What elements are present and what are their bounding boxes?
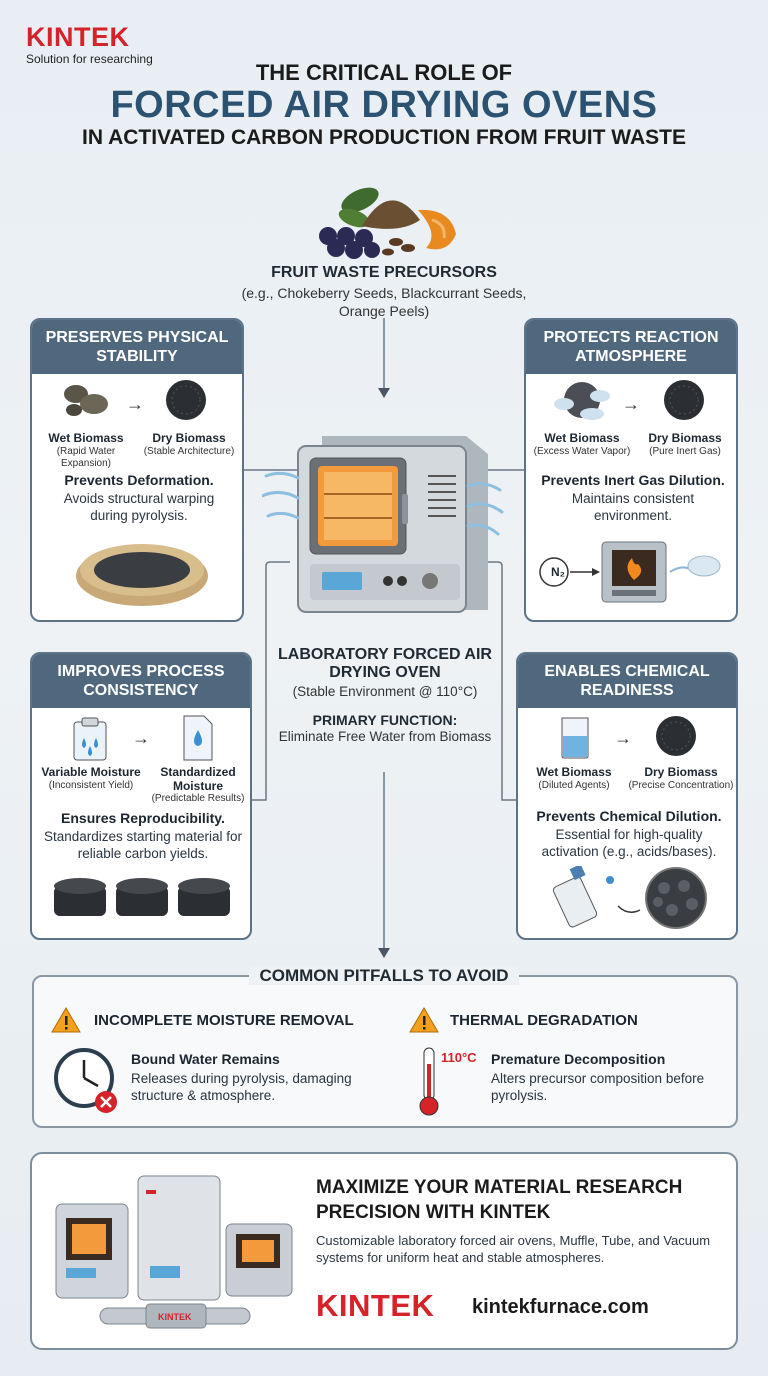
card-bold: Prevents Inert Gas Dilution. [541,472,725,488]
card-text: Avoids structural warping during pyrolys… [63,491,215,523]
primary-function-title: PRIMARY FUNCTION: [312,712,458,728]
pitfalls-title: COMMON PITFALLS TO AVOID [0,966,768,986]
beaker-icon [561,717,589,759]
card-physical-stability: PRESERVES PHYSICAL STABILITY → Wet Bioma… [30,318,244,622]
left-sublabel: (Rapid Water Expansion) [56,446,116,469]
arrow-icon: → [614,728,632,748]
left-sublabel: (Diluted Agents) [538,780,610,791]
pitfall-left-text: Releases during pyrolysis, damaging stru… [131,1071,352,1103]
pitfalls-panel [32,975,738,1128]
card-title: PRESERVES PHYSICAL STABILITY [32,320,242,374]
lab-equipment-illustration: KINTEK [55,1175,293,1329]
document-drop-icon [183,715,213,761]
warning-icon [409,1007,439,1033]
pitfall-right-text: Alters precursor composition before pyro… [491,1071,705,1103]
precursors-subtitle: (e.g., Chokeberry Seeds, Blackcurrant Se… [241,285,527,319]
pitfall-right-heading: THERMAL DEGRADATION [450,1012,638,1029]
right-label: Dry Biomass [644,765,718,779]
wet-biomass-icon [64,385,108,416]
website-link[interactable]: kintekfurnace.com [472,1296,649,1318]
card-bold: Prevents Deformation. [64,472,214,488]
wet-biomass-vapor-icon [554,382,610,420]
card-text: Essential for high-quality activation (e… [541,827,717,859]
right-sublabel: (Stable Architecture) [143,446,235,457]
arrow-icon: → [132,728,150,748]
svg-text:KINTEK: KINTEK [158,1312,192,1322]
gas-label: N₂ [551,565,565,579]
card-process-consistency: IMPROVES PROCESS CONSISTENCY → Variable … [30,652,252,940]
warning-icon [51,1007,81,1033]
clock-x-icon [54,1048,117,1113]
card-title: PROTECTS REACTION ATMOSPHERE [526,320,736,374]
left-label: Wet Biomass [544,431,620,445]
primary-function-text: Eliminate Free Water from Biomass [278,729,492,744]
promo-title: MAXIMIZE YOUR MATERIAL RESEARCH PRECISIO… [316,1177,683,1223]
brand-tagline: Solution for researching [26,52,153,66]
left-label: Wet Biomass [536,765,612,779]
precursors-title: FRUIT WASTE PRECURSORS [271,264,497,281]
dry-biomass-icon [664,380,704,420]
left-sublabel: (Inconsistent Yield) [48,780,134,791]
left-sublabel: (Excess Water Vapor) [533,446,631,457]
dry-biomass-icon [166,380,206,420]
right-sublabel: (Predictable Results) [151,793,245,804]
right-label: Dry Biomass [152,431,226,445]
arrow-icon: → [126,394,144,414]
oven-title: LABORATORY FORCED AIR DRYING OVEN [278,646,492,681]
arrow-icon: → [622,394,640,414]
chemical-bottle-icon [552,866,707,929]
promo-text: Customizable laboratory forced air ovens… [316,1233,711,1265]
brand-logo: KINTEK [26,22,130,52]
temp-label: 110°C [441,1050,477,1065]
warped-sample-icon [76,544,208,606]
card-chemical-readiness: ENABLES CHEMICAL READINESS → Wet Biomass… [516,652,738,940]
right-sublabel: (Pure Inert Gas) [649,446,721,457]
title-line-2: FORCED AIR DRYING OVENS [110,84,658,126]
thermometer-icon [419,1047,439,1116]
furnace-gas-icon [539,541,721,603]
dry-biomass-icon [656,716,696,756]
left-label: Variable Moisture [41,765,141,779]
card-title: ENABLES CHEMICAL READINESS [518,654,736,708]
card-text: Maintains consistent environment. [571,491,695,523]
right-label: Dry Biomass [648,431,722,445]
forced-air-oven-illustration [262,436,504,613]
carbon-samples-icon [54,878,230,916]
card-reaction-atmosphere: PROTECTS REACTION ATMOSPHERE → Wet Bioma… [524,318,738,622]
card-text: Standardizes starting material for relia… [43,829,243,861]
card-title: IMPROVES PROCESS CONSISTENCY [32,654,250,708]
left-label: Wet Biomass [48,431,124,445]
right-sublabel: (Precise Concentration) [628,780,734,791]
card-bold: Prevents Chemical Dilution. [536,808,722,824]
pitfall-left-bold: Bound Water Remains [131,1051,280,1067]
pitfall-right-bold: Premature Decomposition [491,1051,666,1067]
title-line-3: IN ACTIVATED CARBON PRODUCTION FROM FRUI… [82,126,686,149]
fruit-waste-illustration [319,187,456,259]
card-bold: Ensures Reproducibility. [61,810,225,826]
oven-subtitle: (Stable Environment @ 110°C) [292,684,478,699]
title-line-1: THE CRITICAL ROLE OF [255,60,513,85]
right-label: Standardized Moisture [160,765,236,793]
pitfall-left-heading: INCOMPLETE MOISTURE REMOVAL [94,1012,354,1029]
clipboard-drops-icon [73,717,107,761]
promo-logo: KINTEK [316,1288,435,1323]
